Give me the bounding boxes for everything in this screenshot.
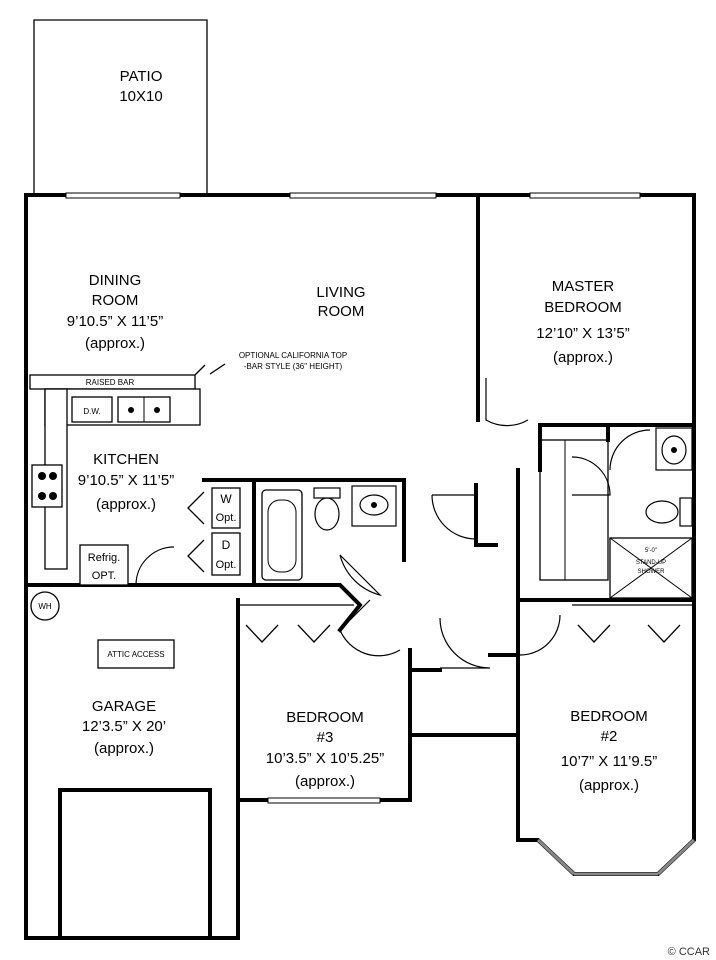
- attic-access-box: [97, 639, 175, 669]
- california-leader: [209, 363, 226, 375]
- washer-w: W: [220, 492, 232, 506]
- wh-label: WH: [38, 602, 52, 611]
- dining-label-1: DINING: [89, 272, 142, 289]
- patio-label: PATIO: [120, 68, 163, 85]
- kitchen-approx: (approx.): [96, 496, 156, 513]
- water-heater: [30, 591, 60, 621]
- bed3-size: 10’3.5” X 10’5.25”: [266, 750, 384, 767]
- bed2-size: 10’7” X 11’9.5”: [561, 753, 657, 770]
- california-note-2: -BAR STYLE (36" HEIGHT): [244, 362, 343, 371]
- kitchen-size: 9’10.5” X 11’5”: [78, 472, 174, 489]
- master-label-1: MASTER: [552, 278, 615, 295]
- shower-size: 5'-0": [645, 548, 657, 554]
- dw-label: D.W.: [83, 407, 100, 416]
- dining-approx: (approx.): [85, 335, 145, 352]
- ccar-watermark: © CCAR: [668, 946, 710, 958]
- interior-walls: [24, 193, 696, 940]
- bed3-label-1: BEDROOM: [286, 709, 364, 726]
- master-size: 12’10” X 13’5”: [536, 325, 629, 342]
- refrig-opt: OPT.: [92, 570, 116, 582]
- master-approx: (approx.): [553, 349, 613, 366]
- raised-bar-label: RAISED BAR: [86, 378, 135, 387]
- dryer-d: D: [222, 538, 231, 552]
- bed2-label-2: #2: [601, 728, 618, 745]
- shower-label-1: STAND-UP: [636, 560, 666, 566]
- shower-label-2: SHOWER: [638, 569, 666, 575]
- doors: [135, 378, 692, 669]
- master-label-2: BEDROOM: [544, 299, 622, 316]
- bed2-approx: (approx.): [579, 777, 639, 794]
- dryer-opt: Opt.: [216, 559, 237, 571]
- bed3-label-2: #3: [317, 729, 334, 746]
- garage-size: 12’3.5” X 20’: [82, 718, 166, 735]
- kitchen-label: KITCHEN: [93, 451, 159, 468]
- garage-approx: (approx.): [94, 740, 154, 757]
- laundry: [187, 487, 241, 576]
- hall-bath-fixtures: [261, 485, 397, 581]
- living-label-1: LIVING: [316, 284, 365, 301]
- attic-label: ATTIC ACCESS: [107, 650, 164, 659]
- patio-size: 10X10: [119, 88, 162, 105]
- patio-outline: [33, 19, 208, 195]
- bed3-approx: (approx.): [295, 773, 355, 790]
- top-windows: [65, 192, 696, 876]
- living-label-2: ROOM: [318, 303, 365, 320]
- california-note-1: OPTIONAL CALIFORNIA TOP: [239, 351, 347, 360]
- bed2-label-1: BEDROOM: [570, 708, 648, 725]
- master-bath-fixtures: [539, 427, 693, 599]
- dining-size: 9’10.5” X 11’5”: [67, 313, 163, 330]
- washer-opt: Opt.: [216, 512, 237, 524]
- refrig-label: Refrig.: [88, 552, 120, 564]
- dining-label-2: ROOM: [92, 292, 139, 309]
- kitchen-counters: [29, 364, 206, 586]
- garage-label: GARAGE: [92, 698, 156, 715]
